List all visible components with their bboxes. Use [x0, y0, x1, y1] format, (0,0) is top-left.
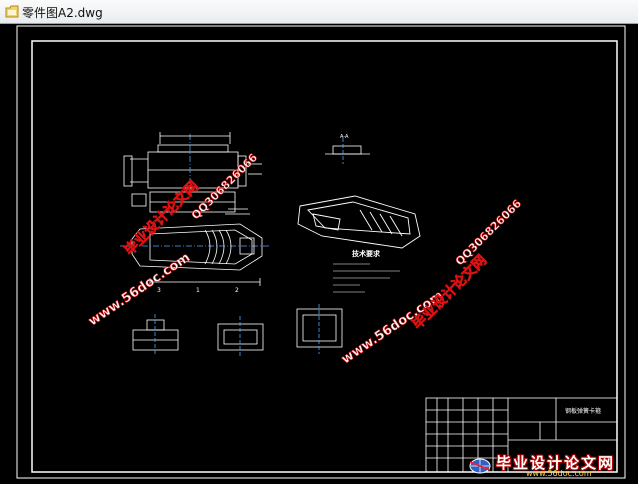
view-marker-2: 2	[235, 287, 239, 294]
cad-drawing[interactable]: 3 1 2 A-A	[0, 24, 638, 484]
title-block-name: 钢板弹簧卡箍	[565, 407, 601, 415]
site-logo: 毕业设计论文网 www.56doc.com	[464, 454, 634, 478]
notes-lines	[333, 263, 400, 293]
window-title: 零件图A2.dwg	[22, 6, 103, 20]
watermark-name-left: 毕业设计论文网	[121, 178, 202, 259]
part-section-view	[120, 208, 270, 286]
logo-url: www.56doc.com	[526, 469, 592, 478]
part-top-view	[123, 132, 262, 213]
watermark-name-right: 毕业设计论文网	[409, 252, 490, 333]
logo-ball-icon	[469, 458, 491, 474]
folder-dwg-icon	[5, 5, 19, 18]
sheet-inner-border	[31, 40, 618, 473]
notes-title: 技术要求	[352, 249, 381, 258]
section-a-label: A-A	[340, 134, 349, 140]
sheet-outer-border	[16, 25, 626, 479]
small-section-views	[132, 304, 343, 356]
logo-name: 毕业设计论文网	[496, 454, 616, 472]
watermark-qq-left: QQ306826066	[189, 151, 260, 222]
watermark-qq-right: QQ306826066	[453, 197, 524, 268]
isometric-part-view	[297, 195, 421, 249]
watermark-url-left: www.56doc.com	[86, 250, 193, 329]
window-titlebar: 零件图A2.dwg	[0, 0, 638, 24]
view-marker-3: 3	[157, 287, 161, 294]
title-block	[425, 397, 618, 473]
drawing-canvas[interactable]: 3 1 2 A-A	[0, 24, 638, 484]
watermark-group-left: www.56doc.com 毕业设计论文网 QQ306826066	[86, 150, 261, 329]
watermark-group-right: www.56doc.com 毕业设计论文网 QQ306826066	[339, 196, 525, 367]
view-marker-1: 1	[196, 287, 200, 294]
section-a-view	[325, 138, 370, 164]
